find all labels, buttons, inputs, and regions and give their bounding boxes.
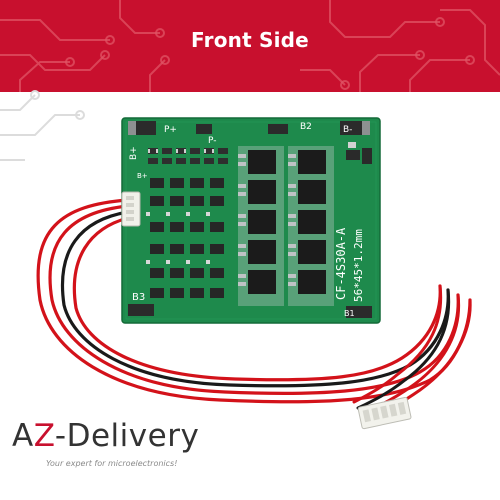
header-banner: Front Side (0, 0, 500, 92)
brand-name: AZ-Delivery (12, 418, 200, 454)
label-b-plus-small: B+ (137, 172, 148, 180)
board-dimensions: 56*45*1.2mm (352, 229, 365, 302)
side-circuit-decoration (0, 90, 85, 161)
label-b1: B1 (344, 309, 355, 318)
red-wire-inner (72, 216, 442, 382)
label-b3: B3 (132, 292, 145, 303)
label-p-plus: P+ (164, 125, 177, 135)
balance-wires (36, 198, 472, 422)
az-delivery-logo: AZ-Delivery Your expert for microelectro… (12, 418, 312, 488)
black-wire (61, 210, 450, 388)
brand-tagline: Your expert for microelectronics! (46, 459, 178, 468)
label-p-minus: P- (208, 136, 216, 146)
jst-connector-board (121, 191, 141, 227)
red-wire-middle (48, 204, 460, 395)
smd-components (146, 148, 228, 298)
banner-title: Front Side (191, 28, 309, 52)
label-b-minus: B- (343, 125, 352, 135)
jst-connector-bottom (357, 396, 412, 430)
silkscreen-model-text: CF-4S30A-A 56*45*1.2mm (334, 227, 365, 302)
circuit-pattern-decoration (0, 0, 500, 92)
black-wire-tail (356, 288, 451, 410)
pad-highlights (128, 121, 370, 135)
label-b2: B2 (300, 122, 312, 132)
label-b-plus: B+ (129, 146, 139, 160)
silkscreen-labels: P+ P- B2 B- B+ B3 B1 B+ (129, 122, 355, 318)
model-number: CF-4S30A-A (334, 227, 348, 300)
mosfet-array (238, 146, 334, 306)
pcb-board: P+ P- B2 B- B+ B3 B1 B+ CF-4S30A-A 56*45… (121, 117, 381, 324)
red-wire-tail-3 (352, 284, 443, 404)
top-right-components (346, 142, 372, 164)
